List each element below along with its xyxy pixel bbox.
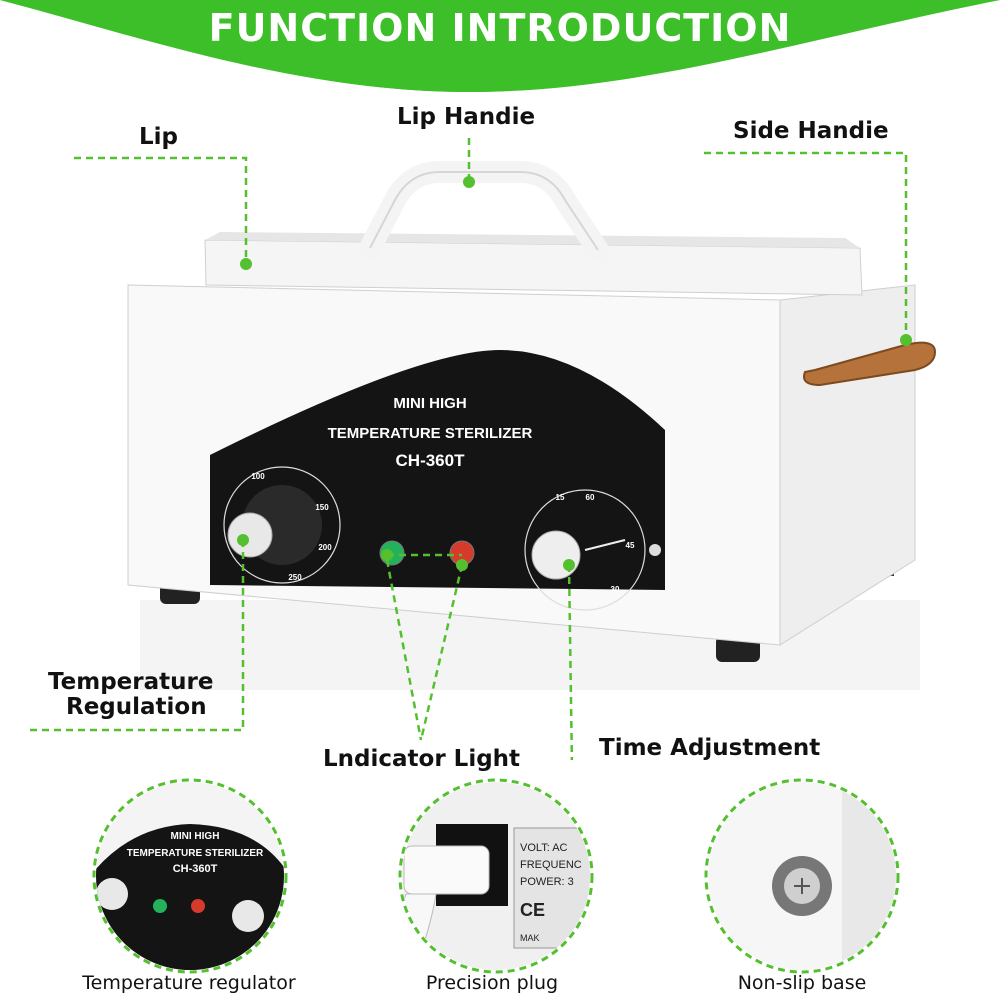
detail-circle-non-slip-base	[704, 778, 900, 974]
temp-tick-200: 200	[318, 543, 332, 552]
plug-ce-mark: CE	[520, 900, 545, 920]
callout-time-adjustment: Time Adjustment	[599, 735, 821, 761]
detail1-line2: TEMPERATURE STERILIZER	[127, 848, 264, 859]
caption-temperature-regulator: Temperature regulator	[82, 972, 296, 994]
timer-tick-45: 45	[626, 541, 635, 550]
temp-tick-250: 250	[288, 573, 302, 582]
banner-background	[0, 0, 1000, 92]
panel-model: CH-360T	[396, 451, 466, 470]
timer-tick-60: 60	[586, 493, 595, 502]
detail-circle-temperature-regulator: MINI HIGH TEMPERATURE STERILIZER CH-360T	[92, 778, 288, 974]
plug-label-volt: VOLT: AC	[520, 842, 568, 854]
callout-lip-handle: Lip Handie	[397, 104, 536, 130]
detail1-model: CH-360T	[173, 863, 218, 875]
caption-precision-plug: Precision plug	[425, 972, 559, 994]
temp-tick-150: 150	[315, 503, 329, 512]
callout-lip: Lip	[139, 124, 179, 150]
panel-line2: TEMPERATURE STERILIZER	[328, 425, 533, 442]
caption-non-slip-base: Non-slip base	[737, 972, 867, 994]
plug-label-power: POWER: 3	[520, 876, 574, 888]
sterilizer-illustration: MINI HIGH TEMPERATURE STERILIZER CH-360T…	[30, 138, 937, 760]
callout-side-handle: Side Handie	[733, 118, 889, 144]
banner-title: FUNCTION INTRODUCTION	[208, 6, 792, 50]
detail1-line1: MINI HIGH	[171, 831, 220, 842]
timer-tick-30: 30	[611, 585, 620, 594]
callout-indicator-light: Lndicator Light	[323, 746, 521, 772]
timer-tick-15: 15	[556, 493, 565, 502]
temp-tick-100: 100	[251, 472, 265, 481]
callout-temperature-regulation-1: Temperature	[48, 669, 214, 695]
plug-maker: MAK	[520, 933, 540, 943]
callout-temperature-regulation-2: Regulation	[66, 694, 207, 720]
panel-line1: MINI HIGH	[393, 395, 466, 412]
detail-circle-precision-plug: VOLT: AC FREQUENC POWER: 3 CE MAK	[398, 778, 594, 974]
plug-label-freq: FREQUENC	[520, 859, 582, 871]
